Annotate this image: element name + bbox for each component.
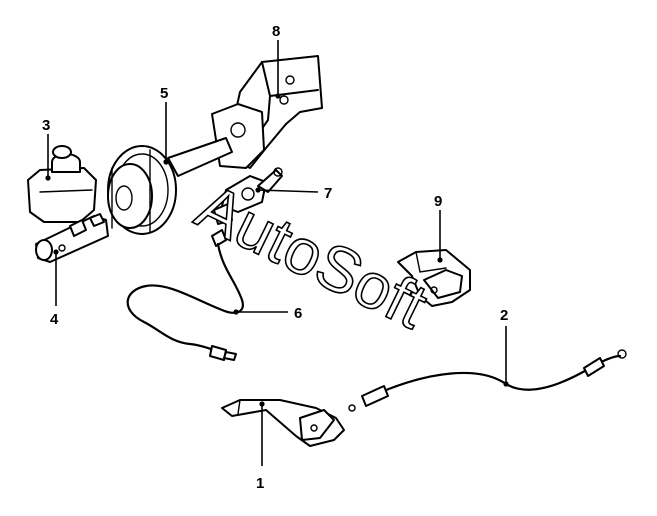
callout-1: 1: [256, 475, 264, 492]
fluid-reservoir: [27, 145, 97, 223]
watermark: AutoSoft: [185, 169, 439, 343]
callout-8: 8: [272, 23, 280, 40]
mounting-bracket: [211, 55, 323, 169]
cable-guide-bracket: [397, 249, 471, 307]
callout-9: 9: [434, 193, 442, 210]
callout-leaders: [45, 40, 509, 466]
callout-3: 3: [42, 117, 50, 134]
brake-booster: [107, 137, 233, 235]
callout-labels: 1 2 3 4 5 6 7 8 9: [42, 23, 508, 492]
brake-hose: [126, 229, 244, 361]
callout-7: 7: [324, 185, 332, 202]
callout-6: 6: [294, 305, 302, 322]
callout-4: 4: [50, 311, 59, 328]
svg-text:AutoSoft: AutoSoft: [186, 170, 438, 342]
pedal-assembly: [213, 167, 283, 225]
callout-2: 2: [500, 307, 508, 324]
callout-5: 5: [160, 85, 168, 102]
handbrake-lever: [221, 399, 345, 447]
handbrake-cable: [348, 349, 627, 412]
